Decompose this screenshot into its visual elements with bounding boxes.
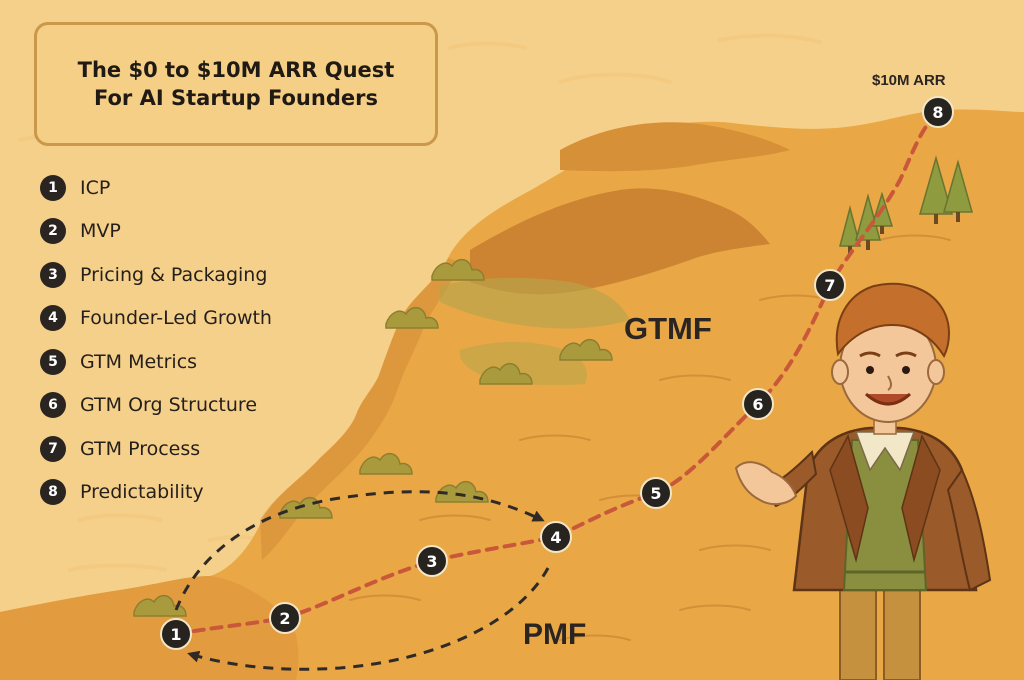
milestone-6: 6 <box>742 388 774 420</box>
legend-label: GTM Metrics <box>80 350 198 373</box>
land-main <box>0 109 1024 680</box>
legend-number: 6 <box>40 392 66 419</box>
pine-tree-icon <box>839 155 973 254</box>
goal-label: $10M ARR <box>872 72 946 89</box>
milestone-5: 5 <box>640 477 672 509</box>
milestone-7: 7 <box>814 269 846 301</box>
legend-label: Pricing & Packaging <box>80 263 268 286</box>
bush-icon <box>133 258 613 617</box>
loop-arrow-top <box>174 490 545 611</box>
milestone-1: 1 <box>160 618 192 650</box>
legend-label: Predictability <box>80 481 204 504</box>
legend-item: 8 Predictability <box>40 471 340 515</box>
land-green-patch <box>440 277 630 329</box>
loop-arrow-bottom <box>187 567 550 671</box>
land-shore-light <box>260 258 460 560</box>
legend-label: GTM Org Structure <box>80 394 258 417</box>
title-box: The $0 to $10M ARR Quest For AI Startup … <box>34 22 438 146</box>
milestone-2: 2 <box>269 602 301 634</box>
milestone-4: 4 <box>540 521 572 553</box>
legend-label: GTM Process <box>80 437 201 460</box>
land-mid-ridge <box>470 188 770 295</box>
region-label-pmf: PMF <box>523 618 587 651</box>
region-label-gtmf: GTMF <box>624 311 712 346</box>
legend-item: 7 GTM Process <box>40 427 340 471</box>
legend-number: 1 <box>40 174 66 201</box>
land-mass <box>0 109 1024 680</box>
legend-number: 7 <box>40 435 66 462</box>
legend-number: 2 <box>40 218 66 245</box>
milestone-8: 8 <box>922 96 954 128</box>
land-hill-right <box>560 122 790 172</box>
milestone-3: 3 <box>416 545 448 577</box>
legend-item: 2 MVP <box>40 210 340 254</box>
legend-item: 4 Founder-Led Growth <box>40 297 340 341</box>
legend-label: MVP <box>80 220 121 243</box>
legend-number: 3 <box>40 261 66 288</box>
legend-number: 4 <box>40 305 66 332</box>
title-line-1: The $0 to $10M ARR Quest <box>77 58 395 82</box>
legend-item: 6 GTM Org Structure <box>40 384 340 428</box>
legend-item: 5 GTM Metrics <box>40 340 340 384</box>
legend: 1 ICP 2 MVP 3 Pricing & Packaging 4 Foun… <box>40 166 340 514</box>
legend-number: 5 <box>40 348 66 375</box>
land-lower-left <box>0 576 299 680</box>
legend-item: 3 Pricing & Packaging <box>40 253 340 297</box>
legend-label: Founder-Led Growth <box>80 307 272 330</box>
founder-character <box>734 282 992 680</box>
title-line-2: For AI Startup Founders <box>94 86 378 110</box>
legend-label: ICP <box>80 176 111 199</box>
legend-item: 1 ICP <box>40 166 340 210</box>
legend-number: 8 <box>40 479 66 506</box>
